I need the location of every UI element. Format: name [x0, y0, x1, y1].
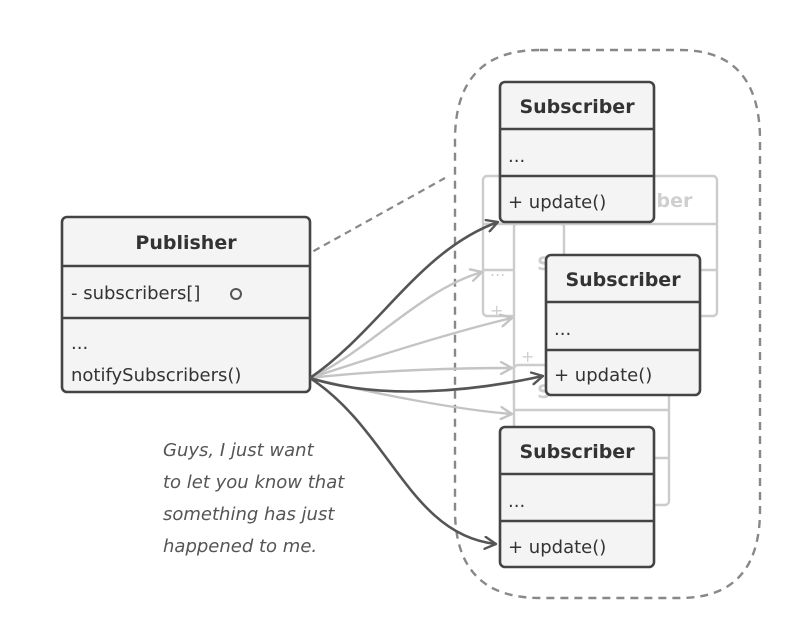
subscriber-class-middle: Subscriber ... + update() [544, 253, 702, 397]
notification-note: Guys, I just want to let you know that s… [163, 440, 345, 557]
subscriber-bottom-method: + update() [508, 537, 606, 558]
subscriber-box-top [498, 80, 656, 224]
subscriber-class-bottom: Subscriber ... + update() [498, 425, 656, 569]
publisher-field: - subscribers[] [71, 283, 200, 304]
publisher-class: Publisher - subscribers[] ... notifySubs… [60, 215, 312, 394]
note-line-4: happened to me. [163, 536, 317, 557]
ghost-plus-2: + [521, 347, 534, 366]
reference-dot [230, 288, 242, 300]
faded-arrow-3 [309, 368, 512, 380]
publisher-method-dots: ... [71, 333, 88, 354]
subscriber-top-method: + update() [508, 192, 606, 213]
faded-arrow-4 [309, 376, 512, 414]
note-line-3: something has just [163, 504, 335, 525]
notify-arrows [309, 222, 543, 544]
publisher-title: Publisher [135, 232, 237, 254]
publisher-method: notifySubscribers() [71, 365, 241, 386]
subscriber-class-top: Subscriber ... + update() [498, 80, 656, 224]
subscriber-box-middle [544, 253, 702, 397]
notify-arrow-top [309, 222, 498, 380]
faded-arrow-2 [309, 318, 512, 380]
subscriber-bottom-title: Subscriber [519, 441, 635, 463]
notify-arrow-middle [309, 376, 543, 393]
ghost-dots: ... [490, 261, 505, 280]
publisher-box [60, 215, 312, 394]
subscriber-bottom-field: ... [508, 491, 525, 512]
subscriber-top-title: Subscriber [519, 96, 635, 118]
note-line-1: Guys, I just want [163, 440, 315, 461]
ghost-title-fragment: iber [650, 190, 693, 212]
faded-arrow-1 [309, 272, 482, 380]
subscriber-middle-title: Subscriber [565, 269, 681, 291]
subscriber-box-bottom [498, 425, 656, 569]
subscriber-top-field: ... [508, 146, 525, 167]
ghost-plus-1: + [490, 301, 503, 320]
subscribers-dashed-group [453, 48, 762, 600]
subscriber-middle-method: + update() [554, 365, 652, 386]
note-line-2: to let you know that [163, 472, 345, 493]
subscriber-middle-field: ... [554, 319, 571, 340]
notify-arrow-bottom [309, 376, 496, 544]
